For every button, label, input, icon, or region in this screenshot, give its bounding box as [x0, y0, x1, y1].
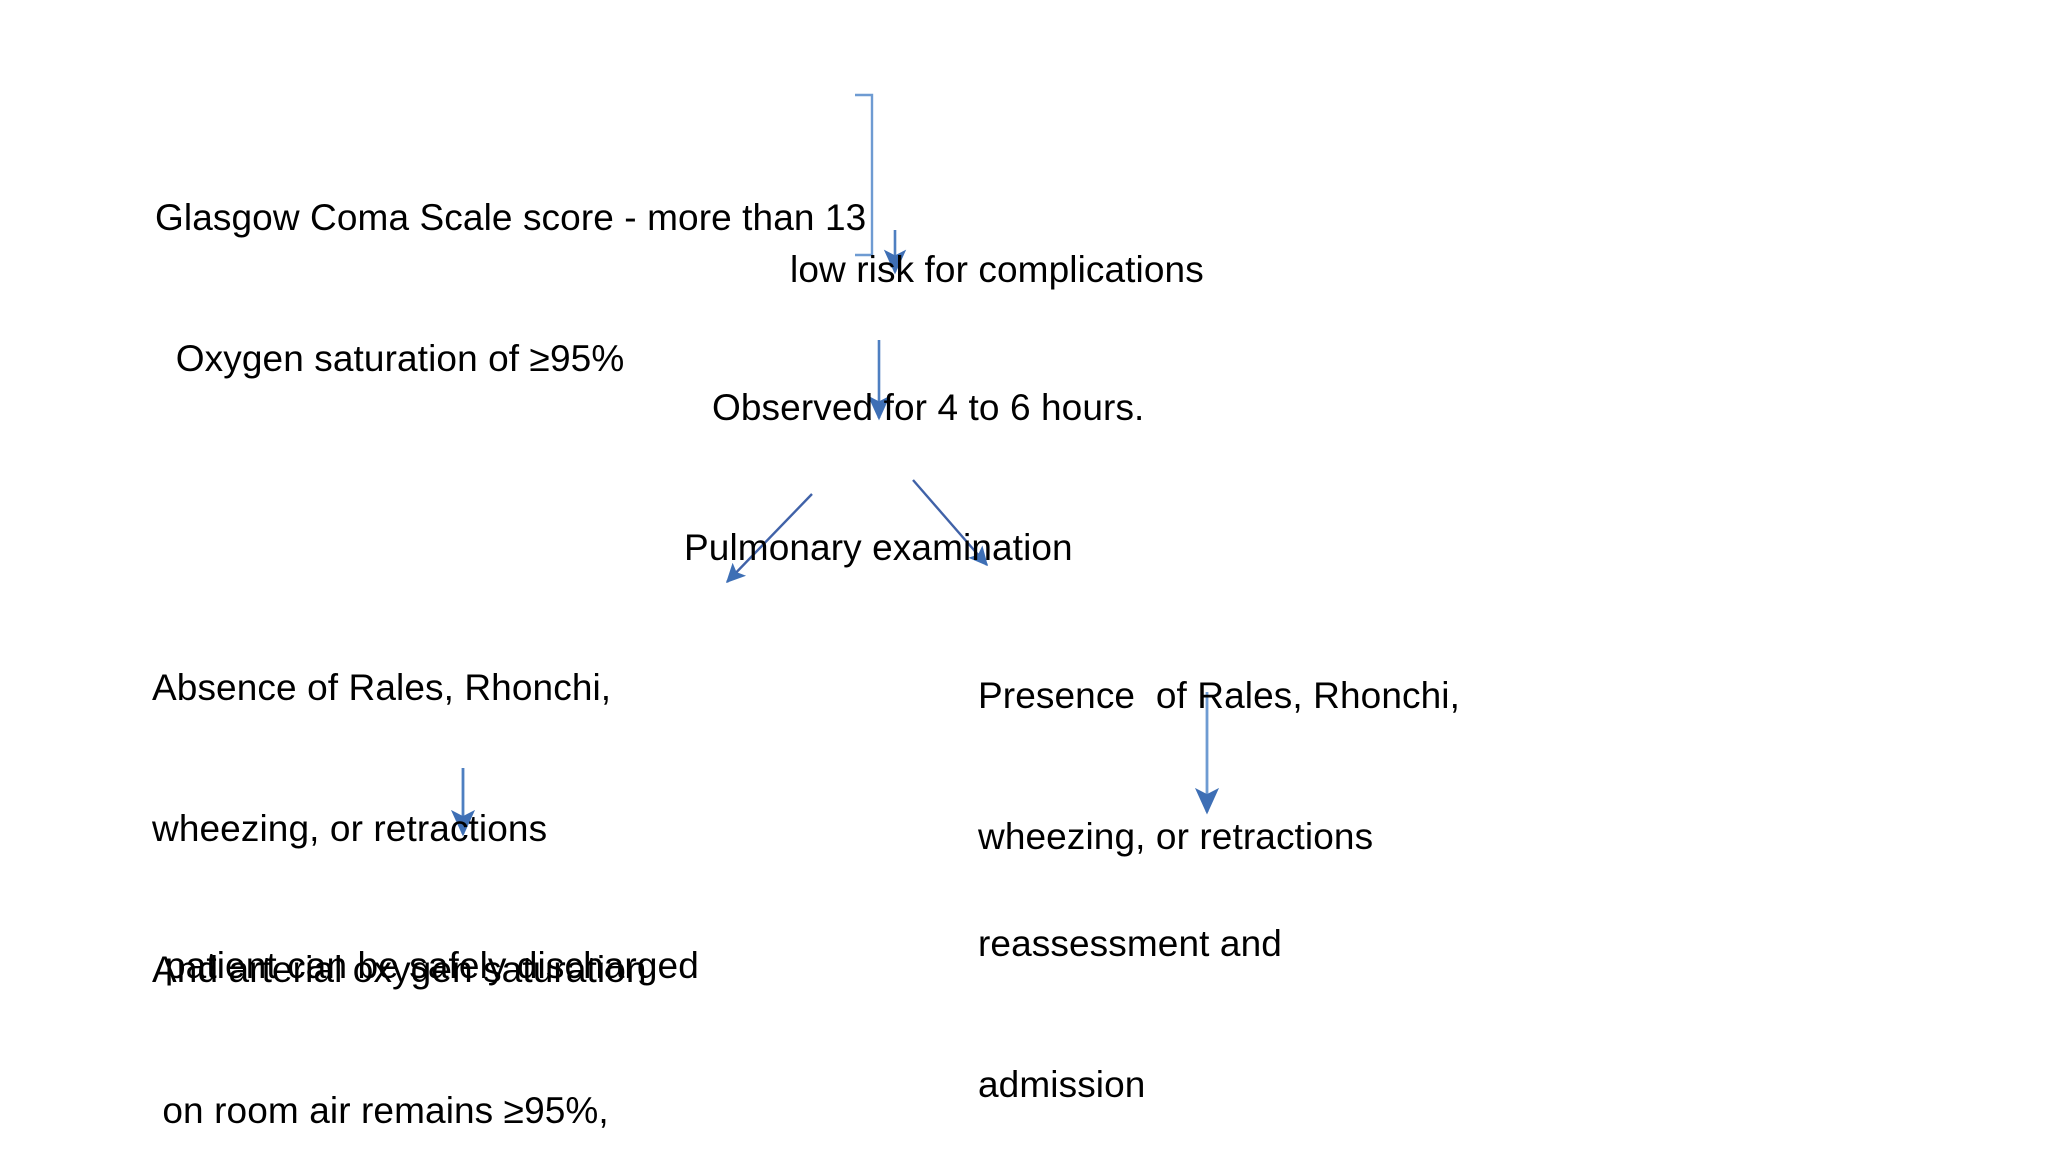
node-pulmonary-examination: Pulmonary examination	[684, 430, 1073, 665]
node-line: Presence of Rales, Rhonchi,	[978, 675, 1460, 716]
node-low-risk: low risk for complications	[790, 152, 1204, 387]
node-line: And arterial oxygen saturation	[152, 949, 647, 990]
node-line: Glasgow Coma Scale score - more than 13	[155, 197, 867, 238]
node-line: Oxygen saturation of ≥95%	[155, 338, 625, 379]
node-line: patient can be safely discharged	[165, 945, 699, 986]
node-presence-findings: Presence of Rales, Rhonchi, wheezing, or…	[978, 578, 1460, 954]
node-inclusion-criteria: Glasgow Coma Scale score - more than 13 …	[155, 100, 866, 476]
node-line: admission	[978, 1064, 1146, 1105]
node-line: wheezing, or retractions	[978, 816, 1374, 857]
node-absence-findings: Absence of Rales, Rhonchi, wheezing, or …	[152, 570, 647, 1152]
node-line: Observed for 4 to 6 hours.	[712, 387, 1145, 428]
node-safe-discharge: patient can be safely discharged	[165, 848, 699, 1083]
node-line: Pulmonary examination	[684, 527, 1073, 568]
node-line: on room air remains ≥95%,	[152, 1090, 609, 1131]
node-reassessment-admission: reassessment and admission	[978, 826, 1282, 1152]
node-line: reassessment and	[978, 923, 1282, 964]
node-observation-period: Observed for 4 to 6 hours.	[712, 290, 1144, 525]
node-line: wheezing, or retractions	[152, 808, 548, 849]
node-line: Absence of Rales, Rhonchi,	[152, 667, 612, 708]
node-line: low risk for complications	[790, 249, 1204, 290]
